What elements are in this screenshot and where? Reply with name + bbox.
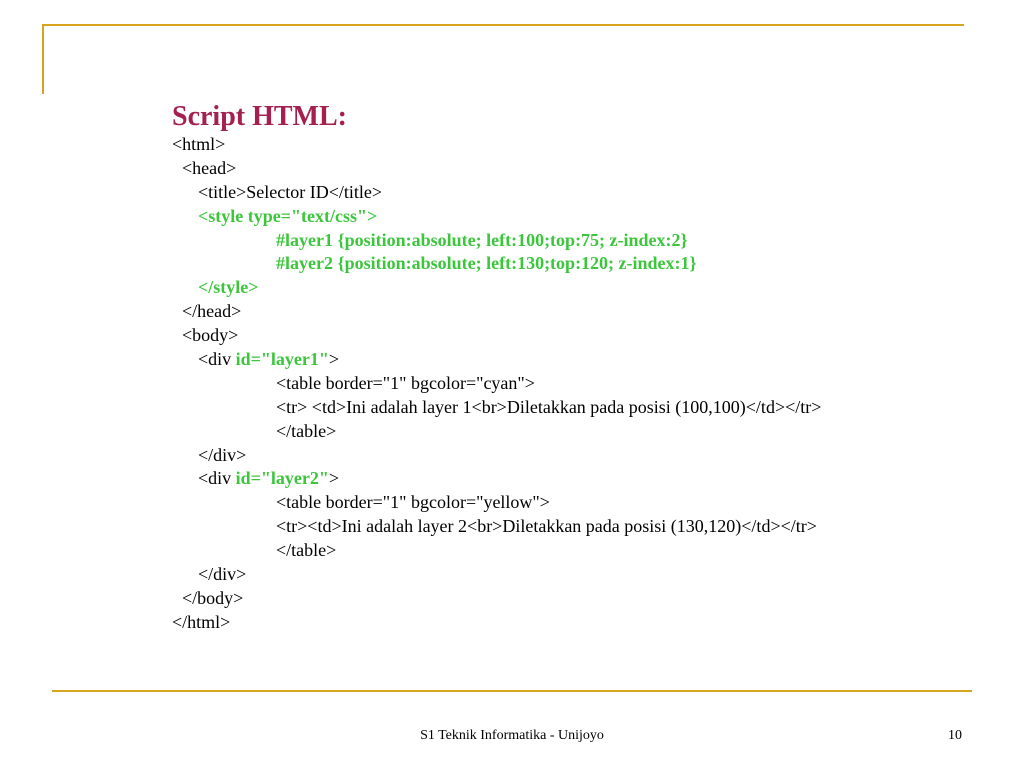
- page-number: 10: [948, 728, 962, 743]
- footer-text: S1 Teknik Informatika - Unijoyo: [420, 728, 604, 743]
- code-line: <div id="layer1">: [172, 348, 821, 372]
- code-line: <body>: [172, 324, 821, 348]
- code-text: </div>: [198, 564, 247, 585]
- code-line: <div id="layer2">: [172, 467, 821, 491]
- code-text: </head>: [182, 301, 242, 322]
- code-text: >: [328, 468, 340, 489]
- code-line: </div>: [172, 444, 821, 468]
- code-text: <table border="1" bgcolor="cyan">: [276, 372, 535, 393]
- code-text: </html>: [172, 611, 231, 632]
- code-line: <style type="text/css">: [172, 205, 821, 229]
- left-accent-line: [42, 24, 44, 94]
- code-highlight: id="layer1": [235, 349, 329, 370]
- code-line: #layer2 {position:absolute; left:130;top…: [172, 252, 821, 276]
- code-listing: <html> <head> <title>Selector ID</title> <s…: [172, 133, 821, 635]
- code-line: </table>: [172, 420, 821, 444]
- code-text: <div: [198, 349, 236, 370]
- code-line: <title>Selector ID</title>: [172, 181, 821, 205]
- code-highlight: <style type="text/css">: [198, 205, 378, 226]
- code-line: <tr><td>Ini adalah layer 2<br>Diletakkan…: [172, 515, 821, 539]
- code-text: </table>: [276, 420, 337, 441]
- code-text: >: [328, 349, 340, 370]
- code-text: <tr><td>Ini adalah layer 2<br>Diletakkan…: [276, 516, 817, 537]
- code-text: </div>: [198, 444, 247, 465]
- code-line: <table border="1" bgcolor="cyan">: [172, 372, 821, 396]
- code-text: <tr> <td>Ini adalah layer 1<br>Diletakka…: [276, 396, 822, 417]
- slide-title: Script HTML:: [172, 101, 347, 132]
- code-text: <body>: [182, 325, 239, 346]
- code-text: <div: [198, 468, 236, 489]
- code-text: <head>: [182, 157, 237, 178]
- code-line: </style>: [172, 276, 821, 300]
- code-highlight: #layer2 {position:absolute; left:130;top…: [276, 253, 697, 274]
- code-highlight: </style>: [198, 277, 259, 298]
- code-line: </head>: [172, 300, 821, 324]
- code-line: </table>: [172, 539, 821, 563]
- code-highlight: id="layer2": [235, 468, 329, 489]
- footer-divider: [52, 690, 972, 692]
- code-text: </table>: [276, 540, 337, 561]
- code-line: <tr> <td>Ini adalah layer 1<br>Diletakka…: [172, 396, 821, 420]
- code-line: </body>: [172, 587, 821, 611]
- code-text: <table border="1" bgcolor="yellow">: [276, 492, 550, 513]
- code-text: </body>: [182, 587, 244, 608]
- code-line: <head>: [172, 157, 821, 181]
- code-text: <html>: [172, 134, 226, 154]
- code-line: <table border="1" bgcolor="yellow">: [172, 491, 821, 515]
- code-line: #layer1 {position:absolute; left:100;top…: [172, 229, 821, 253]
- code-line: </html>: [172, 611, 821, 635]
- code-line: </div>: [172, 563, 821, 587]
- code-line: <html>: [172, 133, 821, 157]
- code-highlight: #layer1 {position:absolute; left:100;top…: [276, 229, 688, 250]
- top-accent-line: [42, 24, 964, 26]
- code-text: <title>Selector ID</title>: [198, 181, 383, 202]
